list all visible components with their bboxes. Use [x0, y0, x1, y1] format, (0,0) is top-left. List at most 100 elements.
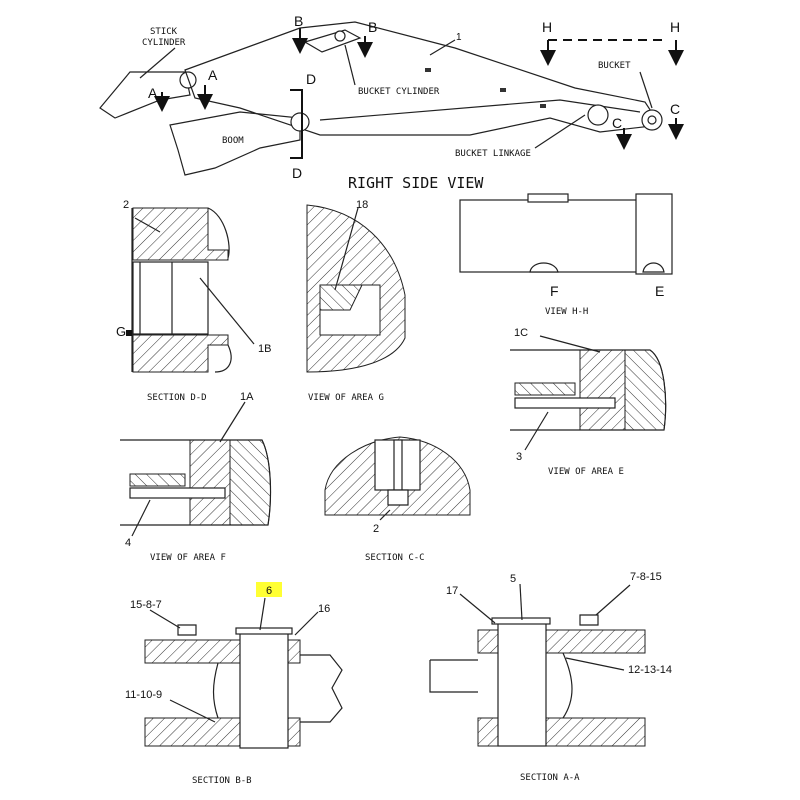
- cc-caption: SECTION C-C: [365, 553, 425, 563]
- aa-leader-17: [459, 593, 496, 624]
- f-leader-4: [131, 499, 151, 537]
- section-dd: 2 1B G SECTION D-D: [116, 199, 271, 403]
- dd-bottom-hatch: [132, 334, 229, 373]
- g-caption: VIEW OF AREA G: [308, 393, 384, 403]
- page-title: RIGHT SIDE VIEW: [348, 174, 484, 192]
- label-bucket-linkage: BUCKET LINKAGE: [455, 149, 531, 159]
- hh-caption: VIEW H-H: [545, 307, 588, 317]
- bb-callout-15-8-7: 15-8-7: [130, 599, 162, 611]
- bb-leader-11-10-9: [169, 699, 216, 723]
- dd-pin-body: [132, 261, 209, 335]
- f-caption: VIEW OF AREA F: [150, 553, 226, 563]
- cc-leader-2: [379, 509, 391, 521]
- stick-detail: [540, 104, 546, 108]
- bb-caption: SECTION B-B: [192, 776, 252, 786]
- stick-cylinder-shape: [99, 71, 191, 119]
- stick-detail: [425, 68, 431, 72]
- f-hatch-rail: [129, 473, 186, 487]
- label-stick-cylinder-2: CYLINDER: [142, 38, 186, 48]
- cc-bolt: [387, 489, 409, 506]
- hh-weld-e: [642, 262, 665, 273]
- f-callout-1a: 1A: [240, 391, 254, 403]
- marker-b-left: B: [294, 13, 303, 29]
- bb-leader-16: [294, 611, 319, 636]
- e-seal: [514, 397, 616, 409]
- e-leader-3: [524, 411, 549, 451]
- f-seal: [129, 487, 226, 499]
- section-aa: 5 17 7-8-15 12-13-14 SECTION A-A: [429, 571, 672, 783]
- aa-arc: [562, 652, 573, 719]
- e-hatch-rail: [514, 382, 576, 396]
- e-callout-1c: 1C: [514, 327, 528, 339]
- aa-caption: SECTION A-A: [520, 773, 580, 783]
- dd-outline: [214, 344, 232, 373]
- f-leader-1a: [219, 401, 246, 443]
- leader-bucket: [639, 71, 653, 109]
- view-hh: F E VIEW H-H: [459, 193, 673, 317]
- label-bucket-cylinder: BUCKET CYLINDER: [358, 87, 440, 97]
- marker-a-left: A: [148, 85, 158, 101]
- leader-1: [429, 39, 456, 56]
- aa-leader-12-13-14: [565, 657, 625, 671]
- bucket-cylinder-pin: [334, 30, 346, 42]
- section-dd-line: [290, 89, 303, 159]
- bb-highlight: [256, 582, 282, 597]
- cc-channel: [393, 439, 403, 491]
- cc-callout-2: 2: [373, 523, 379, 535]
- marker-c-right: C: [670, 101, 680, 117]
- aa-leader-7-8-15: [595, 584, 631, 616]
- hh-callout-e: E: [655, 283, 664, 299]
- e-callout-3: 3: [516, 451, 522, 463]
- label-bucket: BUCKET: [598, 61, 631, 71]
- area-g: 18 VIEW OF AREA G: [306, 199, 406, 403]
- aa-pin: [497, 619, 547, 747]
- bb-pin: [239, 629, 289, 749]
- stick-inner-line: [319, 99, 641, 121]
- label-boom: BOOM: [222, 136, 244, 146]
- area-e: 1C 3 VIEW OF AREA E: [510, 327, 667, 477]
- boom-shape: [169, 111, 301, 176]
- e-caption: VIEW OF AREA E: [548, 467, 624, 477]
- hh-callout-f: F: [550, 283, 559, 299]
- bb-leader-15-8-7: [149, 609, 181, 629]
- marker-b-right: B: [368, 19, 377, 35]
- aa-pin-cap: [491, 617, 551, 625]
- g-callout-18: 18: [356, 199, 368, 211]
- g-leader-18: [334, 207, 359, 291]
- marker-d-top: D: [306, 71, 316, 87]
- stick-arm-shape: [184, 21, 662, 136]
- bb-arc: [212, 662, 219, 719]
- stick-detail: [500, 88, 506, 92]
- hh-weld-f: [529, 262, 559, 273]
- area-f: 1A 4 VIEW OF AREA F: [120, 391, 272, 563]
- bb-leader-6: [259, 597, 266, 631]
- marker-h-left: H: [542, 19, 552, 35]
- aa-bolt: [579, 614, 599, 626]
- aa-rod: [429, 659, 478, 693]
- leader-bucket-linkage: [534, 114, 586, 149]
- bb-bolt: [177, 624, 197, 636]
- bb-callout-11-10-9: 11-10-9: [125, 689, 162, 701]
- aa-callout-5: 5: [510, 573, 516, 585]
- f-hatch-right: [229, 439, 271, 526]
- hh-end-cap: [635, 193, 673, 275]
- g-insert: [319, 284, 363, 311]
- label-stick-cylinder-1: STICK: [150, 27, 178, 37]
- section-bb: 6 15-8-7 16 11-10-9 SECTION B-B: [125, 582, 343, 786]
- e-leader-1c: [539, 335, 601, 353]
- marker-d-bottom: D: [292, 165, 302, 181]
- dd-caption: SECTION D-D: [147, 393, 207, 403]
- boom-pin: [290, 112, 310, 132]
- aa-leader-5: [519, 583, 523, 621]
- dd-callout-g: G: [116, 324, 126, 339]
- dd-callout-2: 2: [123, 199, 129, 211]
- hh-top-tab: [527, 193, 569, 203]
- e-hatch-right: [624, 349, 667, 431]
- e-hatch-block: [579, 349, 626, 431]
- label-item-1: 1: [456, 32, 462, 43]
- linkage-pin: [587, 104, 609, 126]
- bb-arm: [300, 654, 343, 723]
